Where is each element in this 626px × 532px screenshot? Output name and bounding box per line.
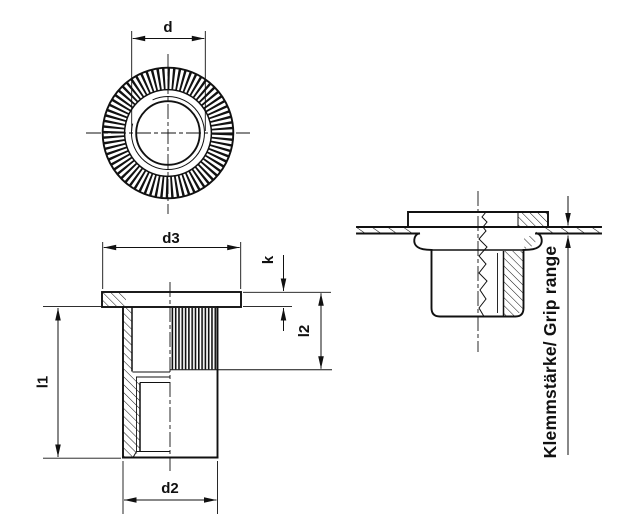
installed-body (430, 211, 525, 318)
installed-view: Klemmstärke/ Grip range (356, 191, 602, 459)
thread-arc (130, 96, 205, 170)
knurl-surface (171, 308, 217, 370)
dimension-l1: l1 (35, 306, 121, 459)
dim-label-k: k (260, 255, 277, 264)
top-view: d (86, 19, 250, 214)
bore-circle (135, 100, 201, 166)
dim-label-d3: d3 (162, 230, 180, 247)
dim-label-l2: l2 (296, 325, 313, 338)
front-section-view: d3 k l2 l1 d2 (35, 230, 332, 514)
dim-label-l1: l1 (35, 376, 52, 389)
dim-label-d2: d2 (161, 480, 179, 497)
knurled-ring (101, 66, 235, 200)
thread-break-line (478, 211, 488, 317)
dim-label-grip-range: Klemmstärke/ Grip range (540, 246, 560, 459)
dim-label-d: d (163, 19, 172, 36)
clamped-plate (356, 226, 602, 235)
dimension-d: d (131, 19, 206, 131)
dimension-d3: d3 (102, 230, 242, 289)
installed-head (407, 211, 549, 228)
dimension-k: k (243, 255, 331, 331)
dimension-grip-range: Klemmstärke/ Grip range (540, 196, 571, 459)
dimension-d2: d2 (122, 461, 218, 514)
flange-outline (101, 291, 242, 308)
internal-bore-lines (131, 307, 170, 458)
wall-section-hatch (123, 307, 140, 457)
dimension-l2: l2 (170, 293, 332, 371)
flange-section-hatch (103, 293, 126, 306)
bulge (413, 232, 543, 251)
